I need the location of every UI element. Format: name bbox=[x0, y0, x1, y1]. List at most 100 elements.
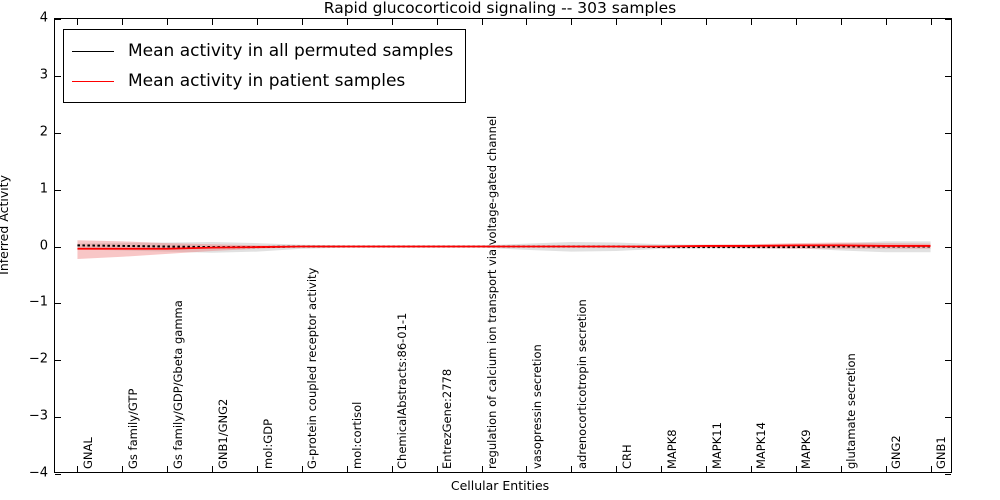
x-axis-tick bbox=[77, 466, 79, 472]
x-axis-tick bbox=[930, 466, 932, 472]
legend-swatch-permuted bbox=[72, 50, 114, 52]
x-axis-tick bbox=[750, 19, 752, 25]
x-tick-label: glutamate secretion bbox=[844, 353, 859, 469]
x-tick-label: CRH bbox=[619, 444, 634, 469]
x-tick-label: GNAL bbox=[80, 437, 95, 469]
x-axis-tick bbox=[840, 466, 842, 472]
y-axis-tick bbox=[945, 360, 951, 362]
x-axis-tick bbox=[526, 466, 528, 472]
y-axis-tick bbox=[945, 19, 951, 20]
x-axis-tick bbox=[122, 19, 124, 25]
y-axis-tick bbox=[945, 417, 951, 419]
x-tick-label: MAPK11 bbox=[709, 422, 724, 469]
patient-mean-line bbox=[77, 244, 931, 250]
legend-item: Mean activity in patient samples bbox=[72, 66, 453, 96]
x-axis-tick bbox=[346, 19, 348, 25]
x-axis-tick bbox=[661, 19, 663, 25]
x-axis-tick bbox=[930, 19, 932, 25]
x-axis-label: Cellular Entities bbox=[450, 478, 550, 493]
x-axis-tick bbox=[885, 466, 887, 472]
x-axis-tick bbox=[795, 466, 797, 472]
y-tick-label: 4 bbox=[39, 10, 48, 26]
x-axis-tick bbox=[212, 466, 214, 472]
plot-area: Mean activity in all permuted samples Me… bbox=[54, 18, 952, 475]
y-axis-tick bbox=[945, 303, 951, 305]
y-tick-label: −2 bbox=[28, 351, 48, 367]
chart-canvas bbox=[77, 240, 931, 260]
x-axis-tick bbox=[795, 19, 797, 25]
y-axis-tick bbox=[945, 132, 951, 134]
x-axis-tick bbox=[346, 466, 348, 472]
x-axis-tick bbox=[391, 19, 393, 25]
y-axis-tick bbox=[55, 303, 61, 305]
x-axis-tick bbox=[301, 466, 303, 472]
x-axis-tick bbox=[77, 19, 79, 25]
y-tick-label: 2 bbox=[39, 124, 48, 140]
x-axis-tick bbox=[167, 466, 169, 472]
x-axis-tick bbox=[481, 466, 483, 472]
y-axis-tick bbox=[945, 246, 951, 248]
x-tick-label: mol:cortisol bbox=[350, 401, 365, 469]
chart-legend: Mean activity in all permuted samples Me… bbox=[63, 29, 467, 103]
legend-label-patient: Mean activity in patient samples bbox=[128, 71, 406, 91]
x-tick-label: ChemicalAbstracts:86-01-1 bbox=[395, 312, 410, 469]
y-axis-tick bbox=[945, 474, 951, 475]
x-tick-label: regulation of calcium ion transport via … bbox=[485, 115, 500, 469]
chart-title: Rapid glucocorticoid signaling -- 303 sa… bbox=[323, 0, 677, 17]
x-axis-tick bbox=[706, 19, 708, 25]
x-axis-tick bbox=[571, 466, 573, 472]
patient-confidence-band bbox=[77, 240, 931, 260]
y-tick-label: −4 bbox=[28, 465, 48, 481]
y-axis-tick bbox=[945, 189, 951, 191]
y-axis-tick bbox=[55, 246, 61, 248]
x-axis-tick bbox=[885, 19, 887, 25]
x-axis-tick bbox=[391, 466, 393, 472]
y-tick-label: 1 bbox=[39, 181, 48, 197]
x-axis-tick bbox=[167, 19, 169, 25]
x-axis-tick bbox=[616, 466, 618, 472]
y-axis-tick bbox=[55, 75, 61, 77]
y-axis-tick bbox=[55, 189, 61, 191]
x-axis-tick bbox=[526, 19, 528, 25]
y-tick-label: −3 bbox=[28, 408, 48, 424]
y-axis-tick bbox=[55, 19, 61, 20]
x-tick-label: GNG2 bbox=[889, 435, 904, 469]
y-axis-tick bbox=[55, 132, 61, 134]
y-tick-label: 3 bbox=[39, 67, 48, 83]
x-tick-label: Gs family/GTP bbox=[125, 388, 140, 469]
y-axis-tick bbox=[55, 474, 61, 475]
x-tick-label: EntrezGene:2778 bbox=[440, 368, 455, 469]
y-tick-label: 0 bbox=[39, 238, 48, 253]
x-axis-tick bbox=[257, 466, 259, 472]
legend-swatch-patient bbox=[72, 80, 114, 82]
y-tick-label: −1 bbox=[28, 294, 48, 310]
legend-item: Mean activity in all permuted samples bbox=[72, 36, 453, 66]
x-axis-tick bbox=[840, 19, 842, 25]
x-tick-label: GNB1 bbox=[934, 436, 949, 469]
x-axis-tick bbox=[122, 466, 124, 472]
x-axis-tick bbox=[436, 19, 438, 25]
x-axis-tick bbox=[212, 19, 214, 25]
x-axis-tick bbox=[571, 19, 573, 25]
x-tick-label: MAPK14 bbox=[754, 422, 769, 469]
x-tick-label: vasopressin secretion bbox=[529, 344, 544, 469]
x-tick-label: MAPK8 bbox=[664, 429, 679, 469]
x-axis-tick bbox=[436, 466, 438, 472]
x-tick-label: GNB1/GNG2 bbox=[215, 398, 230, 469]
x-tick-label: mol:GDP bbox=[260, 418, 275, 469]
x-tick-label: adrenocorticotropin secretion bbox=[574, 299, 589, 469]
x-axis-tick bbox=[257, 19, 259, 25]
legend-label-permuted: Mean activity in all permuted samples bbox=[128, 41, 454, 61]
x-axis-tick bbox=[750, 466, 752, 472]
y-axis-label: Inferred Activity bbox=[0, 175, 11, 275]
y-axis-tick bbox=[55, 417, 61, 419]
x-axis-tick bbox=[661, 466, 663, 472]
x-axis-tick bbox=[706, 466, 708, 472]
x-axis-tick bbox=[301, 19, 303, 25]
x-axis-tick bbox=[481, 19, 483, 25]
y-axis-tick bbox=[945, 75, 951, 77]
y-axis-tick bbox=[55, 360, 61, 362]
x-tick-label: Gs family/GDP/Gbeta gamma bbox=[170, 300, 185, 469]
x-tick-label: MAPK9 bbox=[799, 429, 814, 469]
